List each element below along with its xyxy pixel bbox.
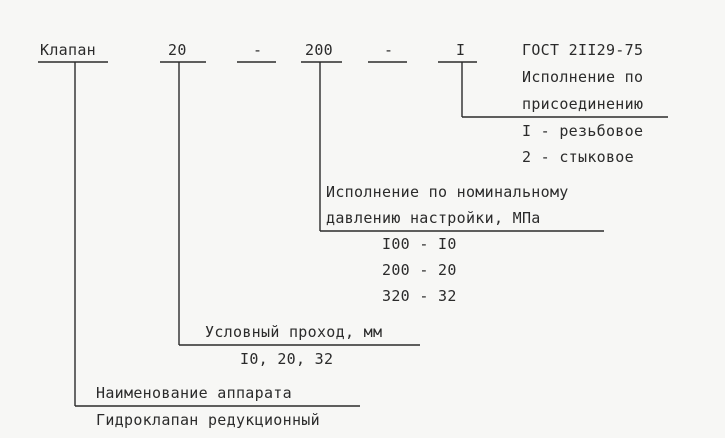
designation-dash-2: - <box>384 41 394 59</box>
pressure-option: 320 - 32 <box>382 287 457 305</box>
designation-name: Клапан <box>40 41 96 59</box>
pressure-option: 200 - 20 <box>382 261 457 279</box>
pressure-heading-2: давлению настройки, МПа <box>326 209 541 227</box>
connection-heading-1: Исполнение по <box>522 68 644 86</box>
designation-size: 20 <box>168 41 187 59</box>
designation-dash-1: - <box>253 41 263 59</box>
standard-label: ГОСТ 2II29-75 <box>522 41 644 59</box>
connection-option-1: I - резьбовое <box>522 122 644 140</box>
designation-connection: I <box>456 41 466 59</box>
pressure-option: I00 - I0 <box>382 235 457 253</box>
name-value: Гидроклапан редукционный <box>96 411 320 429</box>
size-heading: Условный проход, мм <box>205 323 383 341</box>
name-heading: Наименование аппарата <box>96 384 292 402</box>
connection-heading-2: присоединению <box>522 95 644 113</box>
size-values: I0, 20, 32 <box>240 350 334 368</box>
pressure-heading-1: Исполнение по номинальному <box>326 183 569 201</box>
designation-pressure: 200 <box>305 41 333 59</box>
connection-option-2: 2 - стыковое <box>522 148 634 166</box>
